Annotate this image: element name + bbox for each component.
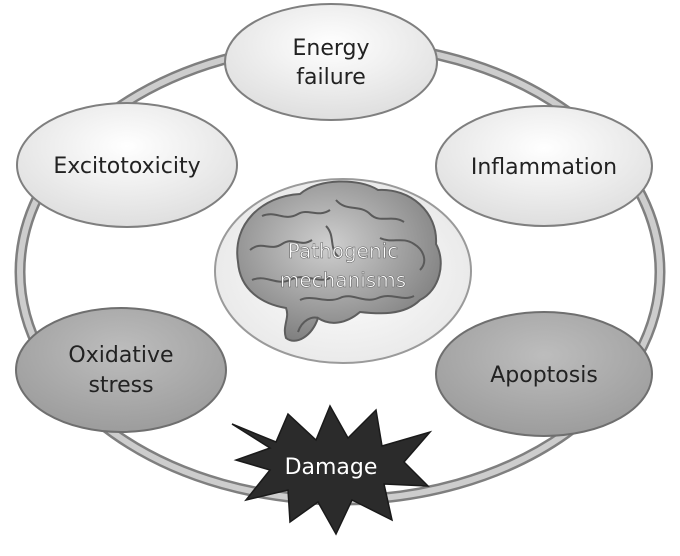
- oxidative-stress-line1: Oxidative: [68, 343, 173, 368]
- node-oxidative-stress: Oxidative stress: [15, 307, 227, 433]
- inflammation-label: Inflammation: [471, 155, 617, 180]
- energy-failure-line1: Energy: [292, 36, 369, 61]
- brain-icon: [236, 180, 442, 342]
- node-damage: Damage: [231, 404, 433, 536]
- center-node: Pathogenic mechanisms: [214, 178, 472, 364]
- node-excitotoxicity: Excitotoxicity: [16, 102, 238, 228]
- node-inflammation: Inflammation: [435, 105, 653, 227]
- damage-burst-icon: [231, 404, 433, 536]
- node-apoptosis: Apoptosis: [435, 311, 653, 437]
- excitotoxicity-label: Excitotoxicity: [53, 154, 200, 179]
- node-energy-failure: Energy failure: [224, 3, 438, 121]
- center-label-line2: mechanisms: [280, 268, 406, 292]
- energy-failure-line2: failure: [296, 65, 366, 90]
- oxidative-stress-line2: stress: [88, 373, 153, 398]
- damage-label: Damage: [285, 455, 378, 480]
- center-label-line1: Pathogenic: [288, 239, 398, 263]
- apoptosis-label: Apoptosis: [490, 363, 598, 388]
